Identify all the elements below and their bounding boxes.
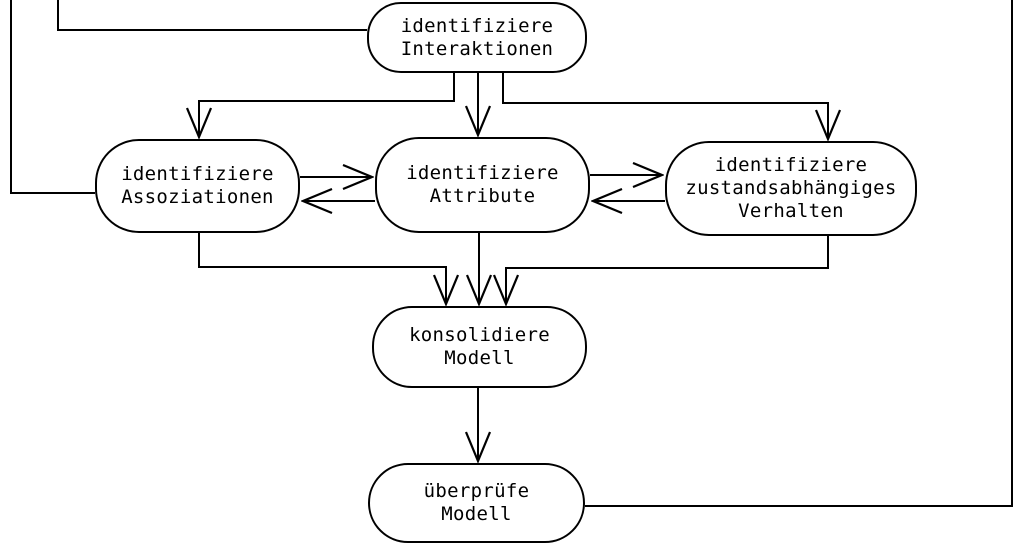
node-label-line: Assoziationen <box>121 186 274 208</box>
node-identifiziere-attribute: identifiziere Attribute <box>375 137 590 233</box>
edge-interaktionen-to-assoziationen <box>199 73 455 137</box>
node-ueberpruefe-modell: überprüfe Modell <box>368 463 585 543</box>
edge-feedback-ueberpruefe-offscreen <box>585 0 1013 507</box>
node-label-line: Attribute <box>429 185 536 207</box>
node-identifiziere-interaktionen: identifiziere Interaktionen <box>367 2 587 73</box>
node-label-line: Modell <box>441 503 512 525</box>
node-label-line: identifiziere <box>121 163 274 185</box>
node-label-line: Modell <box>444 347 515 369</box>
node-label-line: Interaktionen <box>400 37 554 60</box>
node-label-line: zustandsabhängiges <box>685 177 897 199</box>
node-identifiziere-assoziationen: identifiziere Assoziationen <box>95 139 300 233</box>
node-label-line: konsolidiere <box>409 324 550 346</box>
node-label-line: identifiziere <box>714 154 868 176</box>
node-konsolidiere-modell: konsolidiere Modell <box>372 306 587 388</box>
edge-verhalten-to-konsolidiere <box>506 236 829 304</box>
node-label-line: Verhalten <box>738 200 844 222</box>
node-label-line: identifiziere <box>406 162 559 184</box>
edge-feedback-assoziationen-offscreen <box>10 0 95 194</box>
node-identifiziere-zustandsabhaengiges-verhalten: identifiziere zustandsabhängiges Verhalt… <box>665 141 917 236</box>
edge-assoziationen-to-konsolidiere <box>198 233 446 304</box>
node-label-line: überprüfe <box>423 480 530 502</box>
edge-interaktionen-to-verhalten <box>502 73 828 139</box>
edge-feedback-interaktionen-offscreen <box>57 0 367 31</box>
node-label-line: identifiziere <box>400 14 554 37</box>
